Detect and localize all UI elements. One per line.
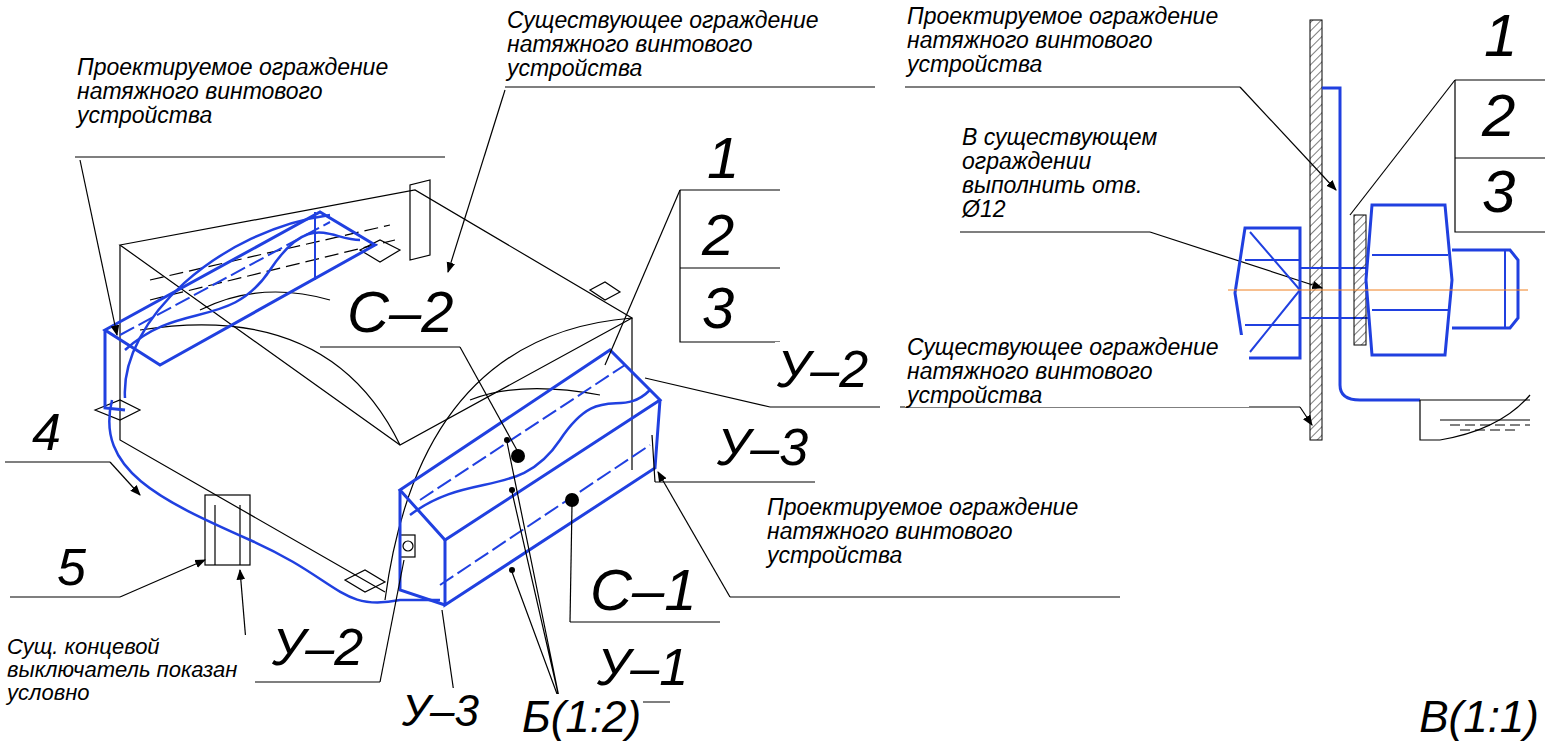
designed-guard — [105, 212, 660, 605]
note-text: Проектируемое ограждение натяжного винто… — [75, 55, 409, 127]
cable — [109, 400, 440, 603]
weld-mark: С–1 — [588, 560, 698, 621]
callout-number: 2 — [1480, 84, 1517, 147]
callout-number: 4 — [30, 405, 63, 460]
view-label: Б(1:2) — [520, 694, 643, 740]
callout-number: 2 — [700, 205, 736, 266]
callout-number: 1 — [705, 128, 741, 189]
limit-switch — [205, 495, 415, 565]
weld-mark: У–3 — [400, 688, 481, 734]
note-text: Проектируемое ограждение натяжного винто… — [905, 4, 1239, 76]
weld-mark: У–2 — [775, 342, 870, 397]
callout-number: 5 — [55, 540, 88, 595]
callout-number: 1 — [1482, 4, 1519, 67]
note-text: В существующем ограждении выполнить отв.… — [960, 125, 1184, 222]
view-label: В(1:1) — [1417, 694, 1541, 740]
note-text: Существующее ограждение натяжного винтов… — [505, 8, 839, 80]
bolt-detail — [1228, 20, 1530, 440]
weld-mark: С–2 — [345, 282, 455, 343]
note-text: Проектируемое ограждение натяжного винто… — [765, 495, 1099, 567]
weld-mark: У–3 — [715, 420, 810, 475]
callout-number: 3 — [700, 278, 736, 339]
weld-mark: У–1 — [595, 640, 690, 695]
callout-number: 3 — [1480, 160, 1517, 223]
note-text: Сущ. концевой выключатель показан условн… — [5, 635, 254, 704]
cable — [125, 215, 330, 398]
weld-dot — [504, 437, 579, 573]
note-text: Существующее ограждение натяжного винтов… — [905, 335, 1249, 407]
weld-mark: У–2 — [270, 620, 365, 675]
